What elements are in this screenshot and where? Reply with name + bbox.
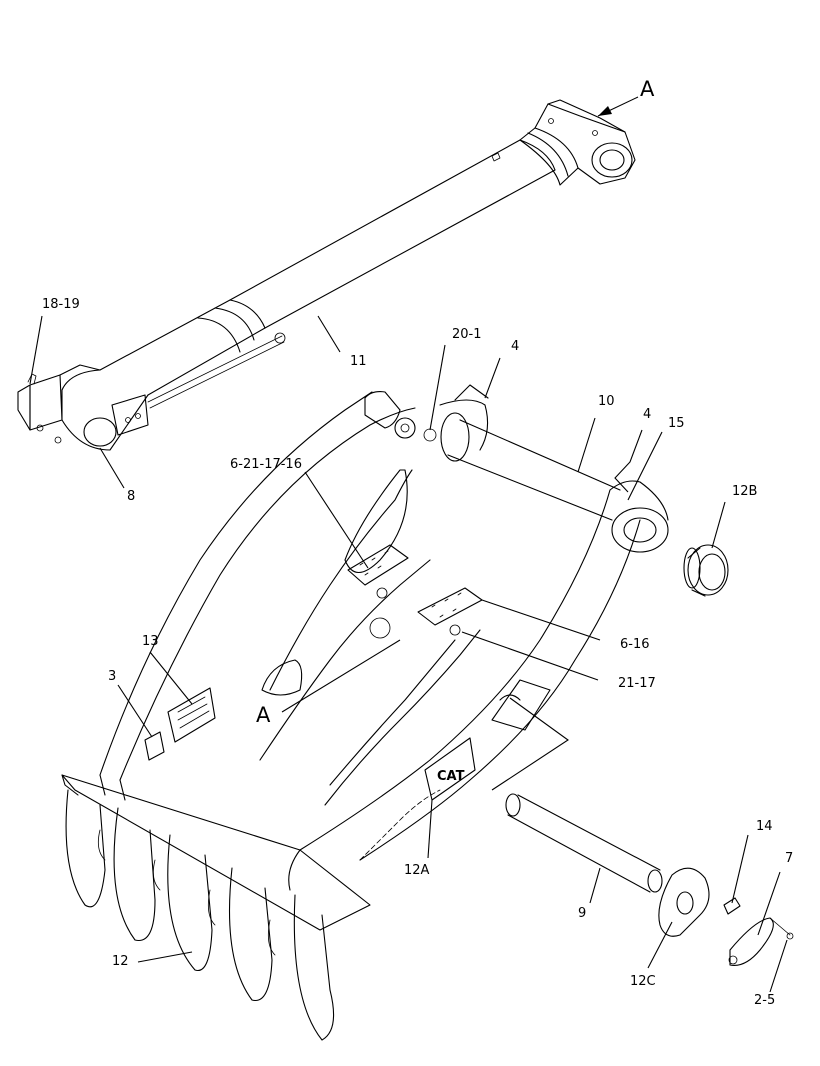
mounting-plates: [347, 544, 483, 636]
hydraulic-cylinder: [17, 99, 636, 451]
callout-9: 9: [578, 906, 586, 921]
callout-6-21-17-16: 6-21-17-16: [230, 457, 302, 472]
callout-labels: A 18-19 11 8 20-1 4 10 4 15 12B 6-21-17-…: [42, 77, 793, 1008]
cross-tube: [439, 384, 621, 521]
callout-15: 15: [668, 416, 685, 431]
callout-8: 8: [127, 489, 135, 504]
callout-13: 13: [142, 634, 159, 649]
callout-11: 11: [350, 354, 367, 369]
callout-12C: 12C: [630, 974, 656, 989]
callout-12A: 12A: [404, 863, 430, 878]
callout-6-16: 6-16: [620, 637, 650, 652]
callout-21-17: 21-17: [618, 676, 656, 691]
callout-12: 12: [112, 954, 129, 969]
callout-7: 7: [785, 851, 793, 866]
callout-A-top: A: [640, 77, 655, 101]
callout-4-top: 4: [511, 339, 519, 354]
callout-2-5: 2-5: [754, 993, 775, 1008]
bushing-12B: [683, 544, 729, 597]
stick-frame: [61, 391, 669, 931]
callout-12B: 12B: [732, 484, 757, 499]
callout-14: 14: [756, 819, 773, 834]
callout-10: 10: [598, 394, 615, 409]
rake-teeth: [65, 789, 335, 1041]
callout-18-19: 18-19: [42, 297, 80, 312]
retainer-12C: [658, 867, 710, 937]
pin-9: [505, 793, 663, 893]
callout-4-right: 4: [643, 407, 651, 422]
svg-text:CAT: CAT: [437, 769, 465, 784]
leader-lines: [29, 96, 788, 993]
decals: CAT: [144, 687, 476, 801]
callout-3: 3: [108, 669, 116, 684]
callout-A-mid: A: [256, 703, 271, 727]
callout-20-1: 20-1: [452, 327, 482, 342]
fasteners: [723, 897, 794, 966]
